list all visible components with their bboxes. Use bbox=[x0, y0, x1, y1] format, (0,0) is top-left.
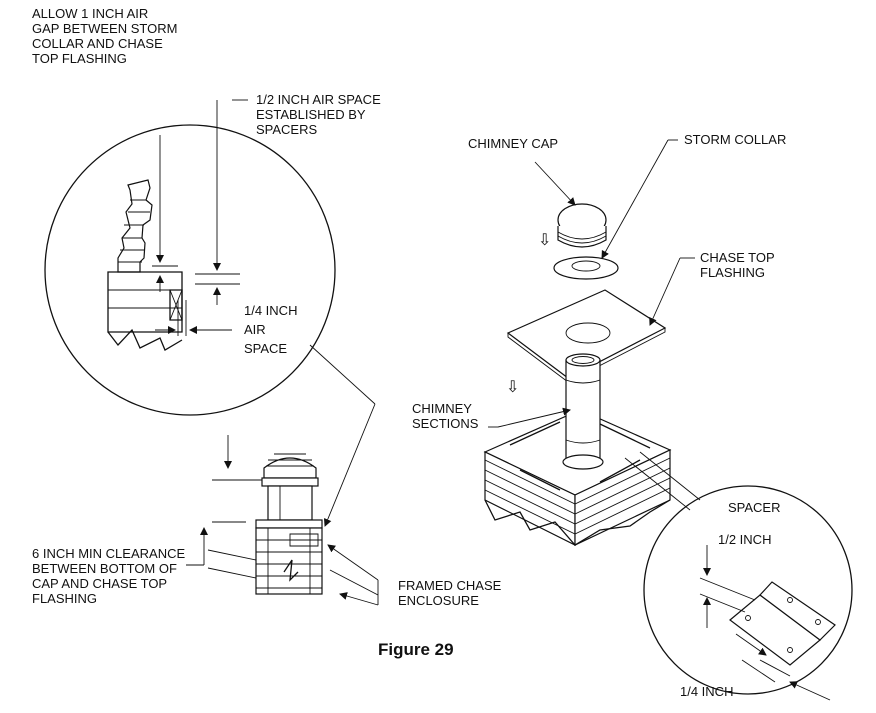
quarter-inch-label-2: AIR bbox=[244, 322, 266, 337]
chimney-cap-label: CHIMNEY CAP bbox=[468, 136, 558, 151]
chimney-sections-assembly bbox=[483, 353, 672, 546]
chase-top-label-1: CHASE TOP bbox=[700, 250, 775, 265]
framed-chase-label-1: FRAMED CHASE bbox=[398, 578, 502, 593]
detail-circle-air-gap bbox=[44, 99, 336, 416]
cap-profile-detail bbox=[107, 179, 183, 351]
half-inch-space-label-2: ESTABLISHED BY bbox=[256, 107, 366, 122]
framed-chase-label-2: ENCLOSURE bbox=[398, 593, 479, 608]
air-gap-label-2: GAP BETWEEN STORM bbox=[32, 21, 177, 36]
clearance-label-1: 6 INCH MIN CLEARANCE bbox=[32, 546, 185, 561]
quarter-inch-label-3: SPACE bbox=[244, 341, 287, 356]
clearance-label-2: BETWEEN BOTTOM OF bbox=[32, 561, 177, 576]
spacer-label: SPACER bbox=[728, 500, 781, 515]
chase-assembly-section bbox=[186, 435, 379, 606]
storm-collar bbox=[553, 256, 619, 280]
spacer-half-inch-label: 1/2 INCH bbox=[718, 532, 771, 547]
clearance-label-3: CAP AND CHASE TOP bbox=[32, 576, 167, 591]
detail-circle-outline bbox=[44, 124, 336, 416]
cap-dome bbox=[263, 457, 317, 479]
half-inch-space-label-1: 1/2 INCH AIR SPACE bbox=[256, 92, 381, 107]
half-inch-space-label-3: SPACERS bbox=[256, 122, 317, 137]
air-gap-label-4: TOP FLASHING bbox=[32, 51, 127, 66]
figure-caption: Figure 29 bbox=[378, 640, 454, 659]
spacer-quarter-inch-label: 1/4 INCH bbox=[680, 684, 733, 699]
quarter-inch-label-1: 1/4 INCH bbox=[244, 303, 297, 318]
storm-collar-label: STORM COLLAR bbox=[684, 132, 786, 147]
down-arrow-icon-2: ⇩ bbox=[506, 379, 519, 396]
exploded-chimney-view: ⇩ ⇩ bbox=[483, 139, 695, 546]
down-arrow-icon: ⇩ bbox=[538, 232, 551, 249]
air-gap-label-3: COLLAR AND CHASE bbox=[32, 36, 163, 51]
chimney-sections-label-1: CHIMNEY bbox=[412, 401, 472, 416]
spacer-detail-circle bbox=[624, 451, 853, 701]
air-gap-label-1: ALLOW 1 INCH AIR bbox=[32, 6, 148, 21]
clearance-label-4: FLASHING bbox=[32, 591, 97, 606]
chase-top-label-2: FLASHING bbox=[700, 265, 765, 280]
spacer-circle-outline bbox=[643, 485, 853, 695]
chimney-sections-label-2: SECTIONS bbox=[412, 416, 479, 431]
